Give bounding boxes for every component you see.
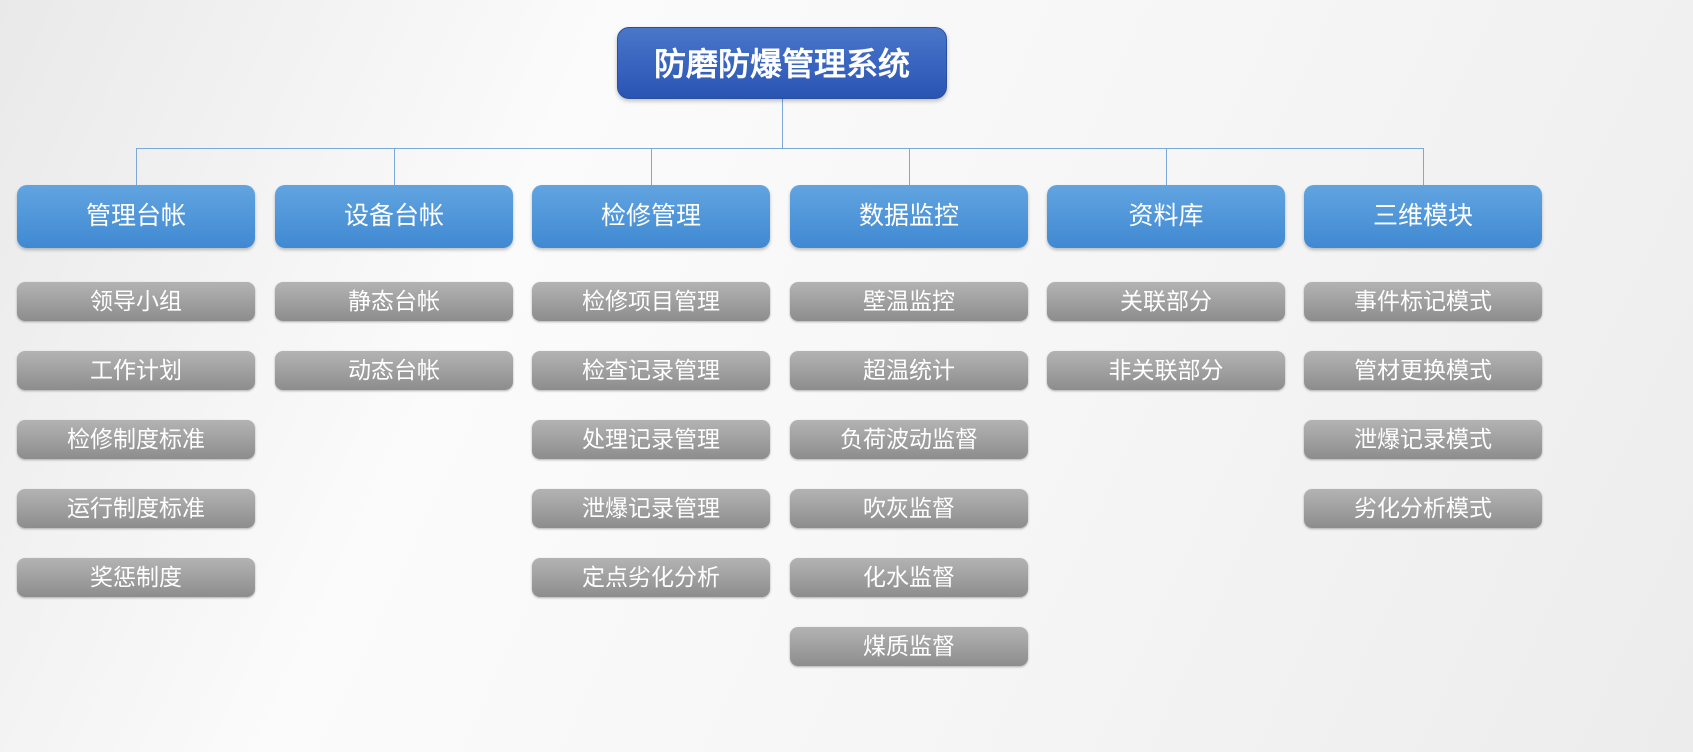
leaf-node: 定点劣化分析 xyxy=(532,558,770,597)
branch-node: 设备台帐 xyxy=(275,185,513,248)
branch-column: 检修管理 检修项目管理 检查记录管理 处理记录管理 泄爆记录管理 定点劣化分析 xyxy=(532,185,770,627)
leaf-node: 动态台帐 xyxy=(275,351,513,390)
leaf-node: 奖惩制度 xyxy=(17,558,255,597)
connector-root-drop xyxy=(782,99,783,148)
leaf-node: 泄爆记录管理 xyxy=(532,489,770,528)
branch-node: 数据监控 xyxy=(790,185,1028,248)
branch-node: 资料库 xyxy=(1047,185,1285,248)
leaf-node: 负荷波动监督 xyxy=(790,420,1028,459)
connector-branch-drop-3 xyxy=(651,148,652,185)
connector-branch-drop-5 xyxy=(1166,148,1167,185)
leaf-node: 超温统计 xyxy=(790,351,1028,390)
connector-branch-drop-1 xyxy=(136,148,137,185)
branch-column: 资料库 关联部分 非关联部分 xyxy=(1047,185,1285,420)
leaf-node: 泄爆记录模式 xyxy=(1304,420,1542,459)
leaf-node: 壁温监控 xyxy=(790,282,1028,321)
branch-node: 检修管理 xyxy=(532,185,770,248)
leaf-node: 检查记录管理 xyxy=(532,351,770,390)
leaf-node: 静态台帐 xyxy=(275,282,513,321)
leaf-node: 运行制度标准 xyxy=(17,489,255,528)
leaf-node: 管材更换模式 xyxy=(1304,351,1542,390)
branch-column: 管理台帐 领导小组 工作计划 检修制度标准 运行制度标准 奖惩制度 xyxy=(17,185,255,627)
leaf-node: 事件标记模式 xyxy=(1304,282,1542,321)
leaf-node: 化水监督 xyxy=(790,558,1028,597)
leaf-node: 非关联部分 xyxy=(1047,351,1285,390)
leaf-node: 关联部分 xyxy=(1047,282,1285,321)
leaf-node: 领导小组 xyxy=(17,282,255,321)
leaf-node: 检修制度标准 xyxy=(17,420,255,459)
leaf-node: 检修项目管理 xyxy=(532,282,770,321)
connector-branch-drop-2 xyxy=(394,148,395,185)
connector-branch-drop-4 xyxy=(909,148,910,185)
root-node: 防磨防爆管理系统 xyxy=(617,27,947,99)
leaf-node: 劣化分析模式 xyxy=(1304,489,1542,528)
leaf-node: 处理记录管理 xyxy=(532,420,770,459)
branch-node: 管理台帐 xyxy=(17,185,255,248)
connector-bus xyxy=(136,148,1423,149)
leaf-node: 吹灰监督 xyxy=(790,489,1028,528)
branch-column: 数据监控 壁温监控 超温统计 负荷波动监督 吹灰监督 化水监督 煤质监督 xyxy=(790,185,1028,696)
branch-node: 三维模块 xyxy=(1304,185,1542,248)
branch-column: 设备台帐 静态台帐 动态台帐 xyxy=(275,185,513,420)
leaf-node: 煤质监督 xyxy=(790,627,1028,666)
leaf-node: 工作计划 xyxy=(17,351,255,390)
branch-column: 三维模块 事件标记模式 管材更换模式 泄爆记录模式 劣化分析模式 xyxy=(1304,185,1542,558)
connector-branch-drop-6 xyxy=(1423,148,1424,185)
